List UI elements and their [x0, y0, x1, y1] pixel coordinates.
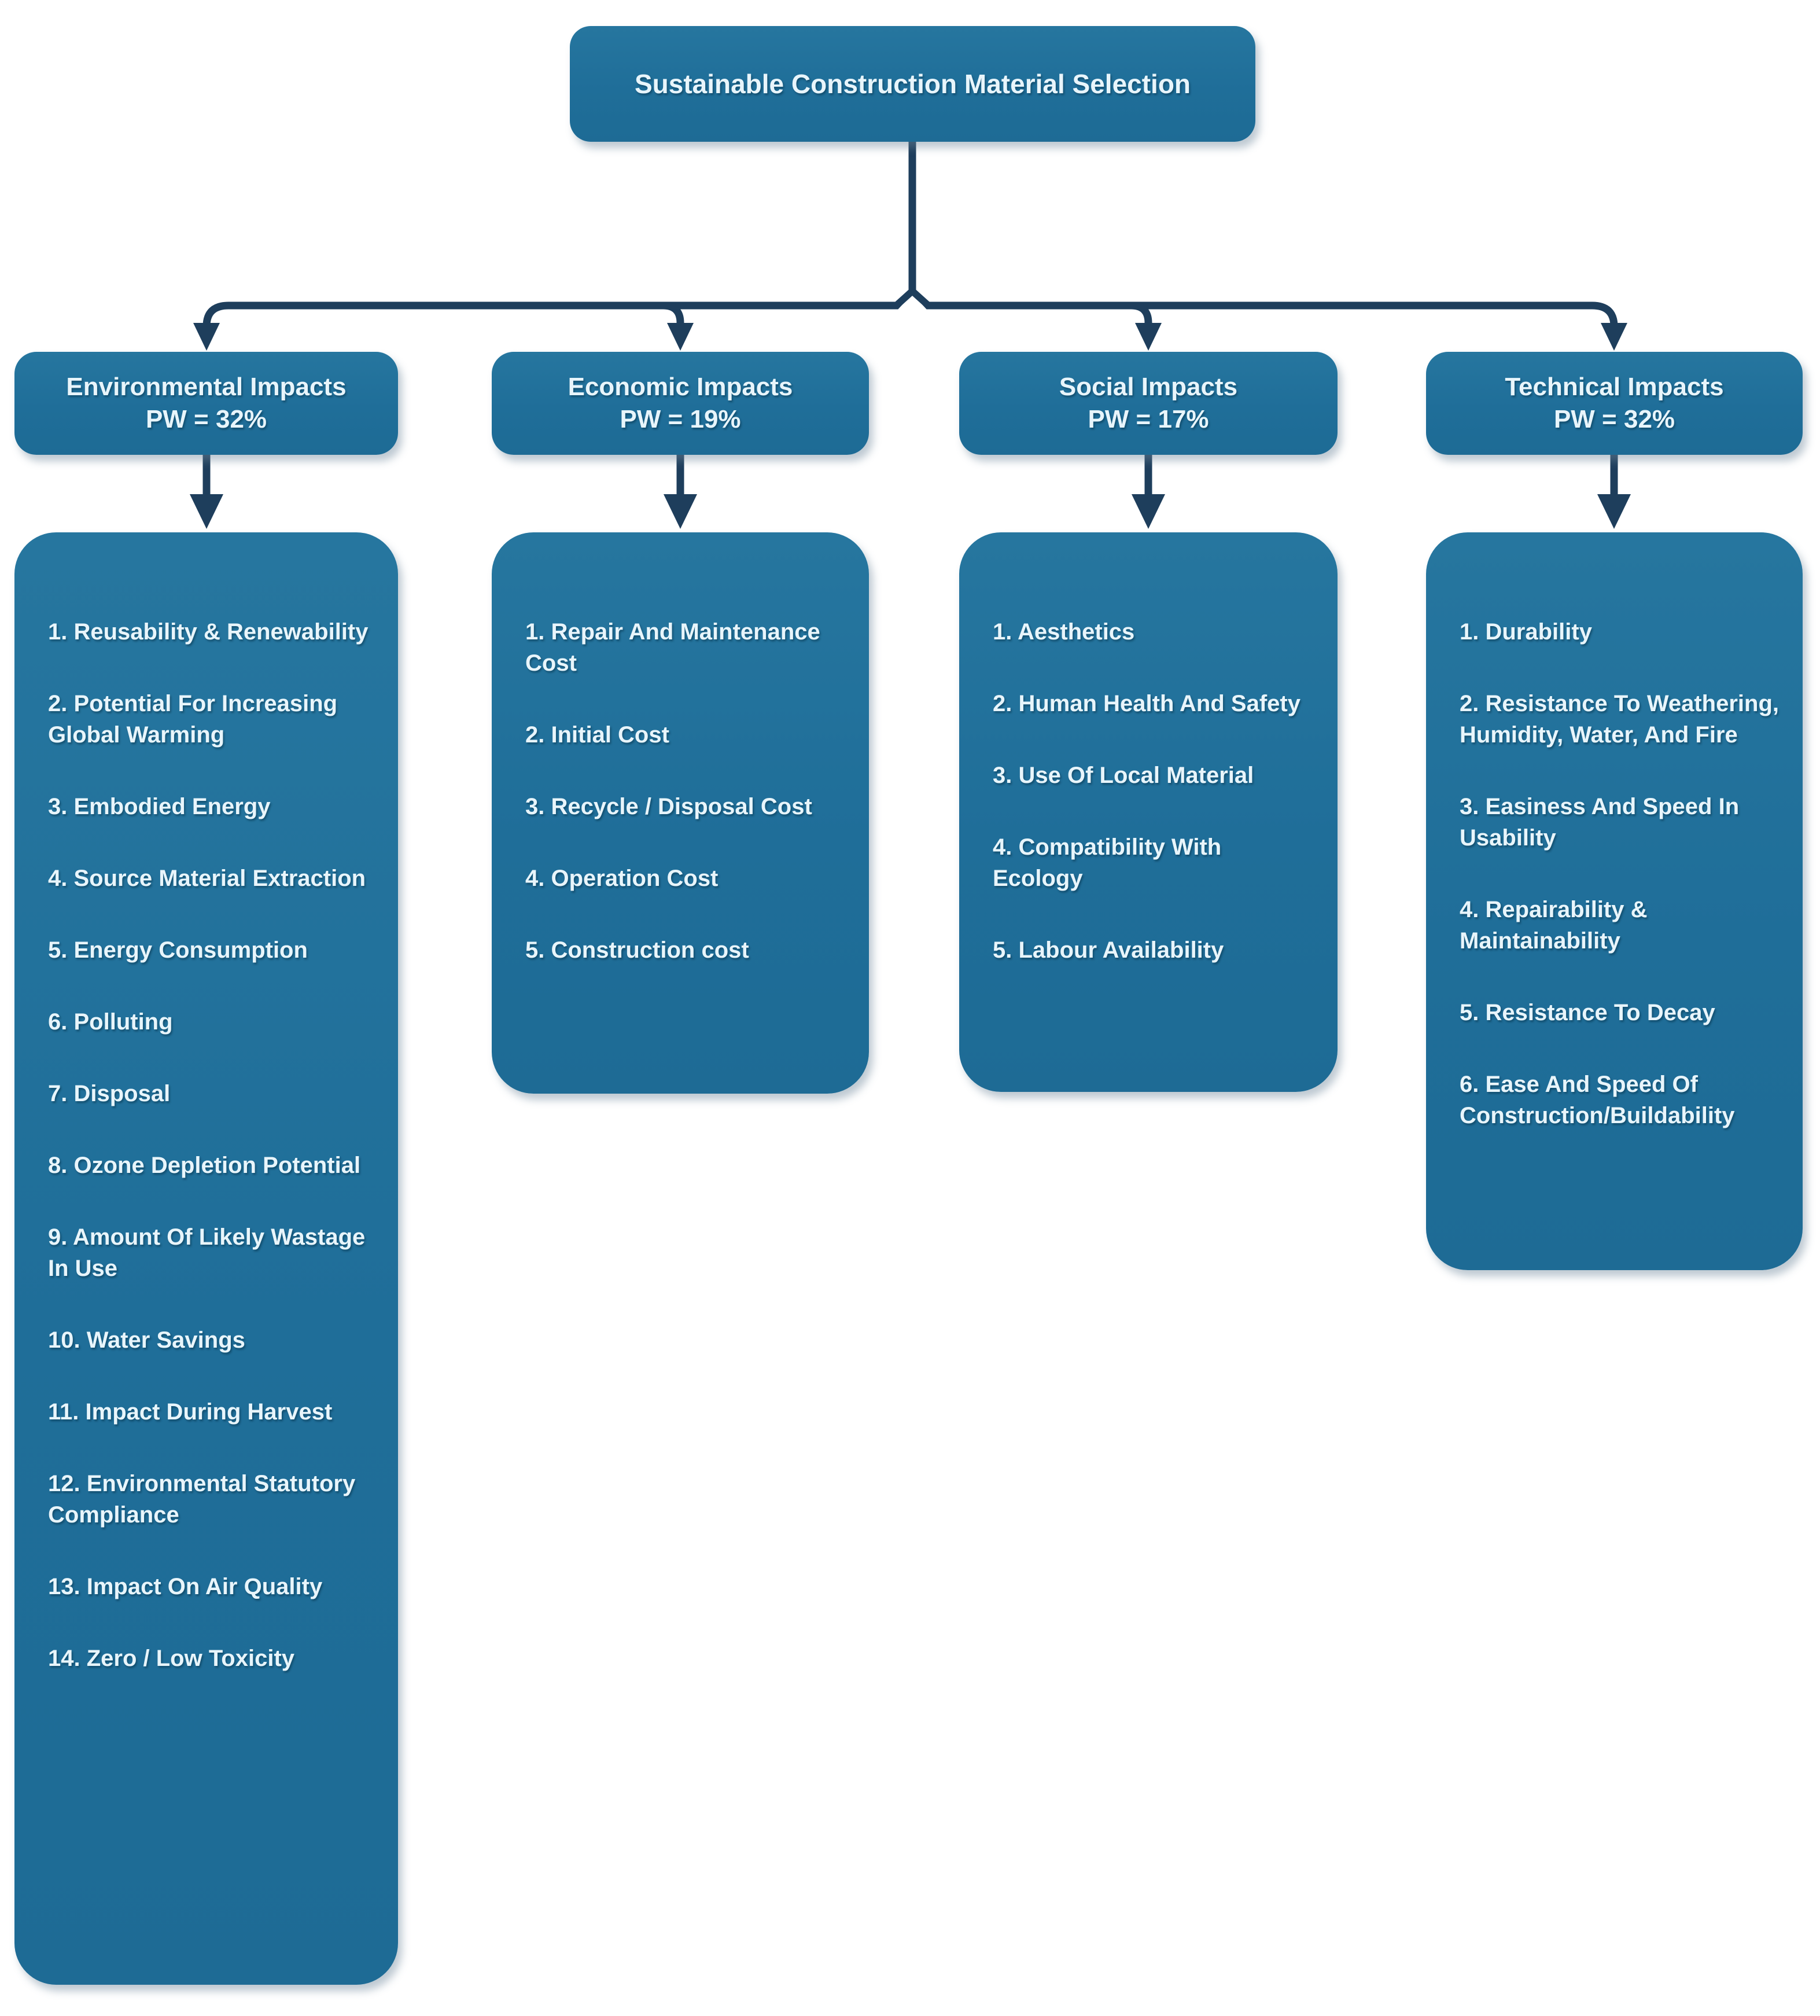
branch-list-economic: 1. Repair And Maintenance Cost 2. Initial…	[492, 532, 869, 1094]
branch-title: Economic Impacts	[568, 372, 793, 401]
branch-list-environmental: 1. Reusability & Renewability 2. Potentia…	[14, 532, 398, 1985]
list-item: 7. Disposal	[48, 1081, 171, 1106]
connector-junction-notch	[897, 294, 927, 310]
root-title: Sustainable Construction Material Select…	[634, 69, 1191, 99]
arrow-economic-icon	[667, 323, 694, 351]
branch-header-environmental: Environmental Impacts PW = 32%	[14, 352, 398, 455]
list-item: 11. Impact During Harvest	[48, 1399, 333, 1425]
list-item: 3. Use Of Local Material	[993, 763, 1254, 788]
connector-stub-economic	[662, 301, 684, 328]
list-item: 6. Polluting	[48, 1009, 173, 1035]
connector-flare-right	[909, 288, 933, 310]
list-item: 6. Ease And Speed Of Construction/Builda…	[1460, 1072, 1735, 1128]
list-item: 8. Ozone Depletion Potential	[48, 1153, 361, 1178]
list-item: 14. Zero / Low Toxicity	[48, 1646, 295, 1671]
list-item: 13. Impact On Air Quality	[48, 1574, 323, 1599]
arrow-technical-icon	[1601, 323, 1627, 351]
list-item: 3. Recycle / Disposal Cost	[525, 794, 812, 819]
branch-list-social: 1. Aesthetics 2. Human Health And Safety 3…	[959, 532, 1338, 1092]
branch-title: Environmental Impacts	[66, 372, 347, 401]
list-item: 1. Aesthetics	[993, 619, 1135, 645]
list-item: 1. Repair And Maintenance Cost	[525, 619, 820, 676]
list-item: 5. Labour Availability	[993, 937, 1224, 963]
connector-flare-left	[892, 288, 915, 310]
branch-list-technical: 1. Durability 2. Resistance To Weathering…	[1426, 532, 1803, 1270]
list-item: 9. Amount Of Likely Wastage In Use	[48, 1224, 366, 1281]
list-item: 5. Energy Consumption	[48, 937, 308, 963]
list-item: 1. Durability	[1460, 619, 1592, 645]
list-item: 4. Operation Cost	[525, 866, 719, 891]
arrow-env-list-icon	[190, 494, 223, 529]
list-item: 3. Easiness And Speed In Usability	[1460, 794, 1740, 851]
list-item: 1. Reusability & Renewability	[48, 619, 369, 645]
branch-header-technical: Technical Impacts PW = 32%	[1426, 352, 1803, 455]
arrow-social-icon	[1135, 323, 1162, 351]
list-item: 3. Embodied Energy	[48, 794, 271, 819]
branch-pw: PW = 19%	[620, 405, 741, 433]
arrow-eco-list-icon	[664, 494, 697, 529]
list-item: 5. Resistance To Decay	[1460, 1000, 1715, 1025]
list-item: 4. Repairability & Maintainability	[1460, 897, 1648, 954]
root-node: Sustainable Construction Material Select…	[570, 26, 1255, 142]
list-item: 2. Human Health And Safety	[993, 691, 1300, 716]
branch-title: Technical Impacts	[1505, 372, 1724, 401]
list-item: 4. Compatibility With Ecology	[993, 834, 1222, 891]
arrow-tec-list-icon	[1597, 494, 1631, 529]
branch-header-social: Social Impacts PW = 17%	[959, 352, 1338, 455]
branch-header-economic: Economic Impacts PW = 19%	[492, 352, 869, 455]
list-item: 10. Water Savings	[48, 1327, 245, 1353]
connector-stub-social	[1130, 301, 1152, 328]
branch-pw: PW = 17%	[1088, 405, 1209, 433]
list-item: 2. Initial Cost	[525, 722, 669, 748]
branch-pw: PW = 32%	[1553, 405, 1675, 433]
list-item: 4. Source Material Extraction	[48, 866, 366, 891]
list-item: 5. Construction cost	[525, 937, 749, 963]
arrow-soc-list-icon	[1132, 494, 1165, 529]
branch-pw: PW = 32%	[145, 405, 267, 433]
list-item: 2. Resistance To Weathering, Humidity, W…	[1460, 691, 1780, 748]
branch-title: Social Impacts	[1059, 372, 1238, 401]
arrow-environmental-icon	[193, 323, 220, 351]
list-item: 12. Environmental Statutory Compliance	[48, 1471, 356, 1528]
list-item: 2. Potential For Increasing Global Warmi…	[48, 691, 338, 748]
